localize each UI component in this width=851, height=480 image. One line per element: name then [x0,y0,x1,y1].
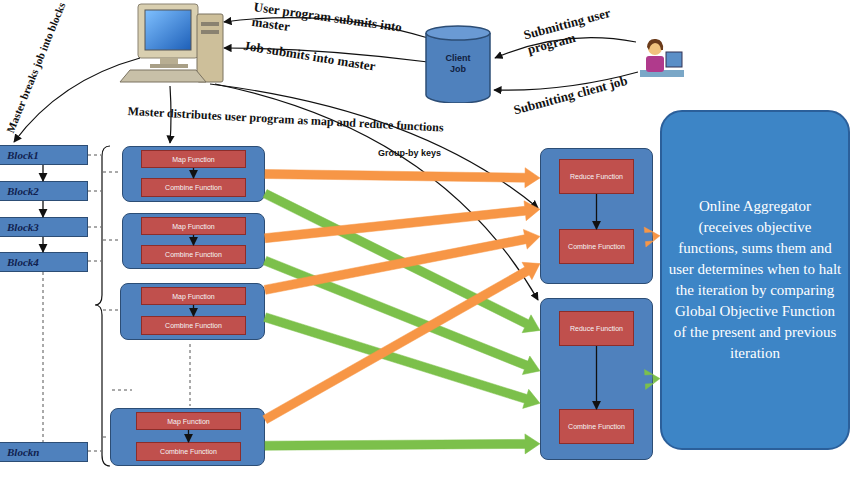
data-block: Blockn [0,442,88,462]
node-text: Client Job [438,53,478,75]
data-flow-arrow [265,201,541,243]
function-box: Combine Function [141,245,246,264]
annotation-label: Group-by keys [378,148,458,159]
function-box: Reduce Function [559,311,634,346]
data-block: Block1 [0,145,88,165]
data-flow-arrow [264,229,540,294]
storage-cylinder: Client Job [425,25,491,103]
computer-illustration [120,4,223,82]
data-flow-arrow [263,262,540,423]
dotted-connector [43,272,44,442]
node-text: Combine Function [160,447,217,456]
node-text: Reduce Function [570,172,623,181]
reducer-group: Reduce FunctionCombine Function [540,148,653,284]
flow-arrow [42,165,43,181]
reducer-group: Reduce FunctionCombine Function [540,298,653,460]
node-text: Block3 [7,221,39,233]
node-body-text: (receives objective functions, sums them… [668,217,842,364]
aggregator-box: Online Aggregator(receives objective fun… [660,110,850,450]
mapper-group: Map FunctionCombine Function [120,283,265,340]
annotation-label: Submitting client job [512,71,637,118]
function-box: Combine Function [559,229,634,264]
data-flow-arrow [263,190,540,333]
annotation-label: Job submits into master [243,38,443,84]
data-block: Block4 [0,252,88,272]
node-text: Map Function [172,292,214,301]
function-box: Combine Function [559,409,634,444]
node-text: Combine Function [568,242,625,251]
node-text: Combine Function [568,422,625,431]
flow-arrow [42,237,43,252]
node-text: Block2 [7,185,39,197]
node-text: Map Function [172,155,214,164]
data-flow-arrow [265,168,540,188]
data-block: Block2 [0,181,88,201]
data-flow-arrow [265,434,540,454]
mapper-group: Map FunctionCombine Function [122,213,265,269]
node-text: Block4 [7,256,39,268]
function-box: Combine Function [141,316,246,335]
flow-arrow [42,201,43,217]
annotation-label: Master distributes user program as map a… [127,104,547,140]
data-block: Block3 [0,217,88,237]
node-text: Combine Function [165,321,222,330]
mapper-group: Map FunctionCombine Function [122,146,265,202]
function-box: Combine Function [136,442,241,461]
function-box: Map Function [141,150,246,168]
function-box: Map Function [136,412,241,430]
node-text: Combine Function [165,183,222,192]
function-box: Reduce Function [559,159,634,194]
function-box: Map Function [141,287,246,305]
function-box: Combine Function [141,178,246,197]
mapper-group: Map FunctionCombine Function [110,408,265,466]
data-flow-arrow [264,313,540,409]
data-flow-arrow [263,256,540,374]
bracket [95,146,110,466]
annotation-label: Master breaks job into blocks [4,0,80,135]
node-text: Online Aggregator [699,196,811,217]
function-box: Map Function [141,217,246,235]
node-text: Map Function [167,417,209,426]
node-text: Blockn [7,446,39,458]
person-illustration [640,39,684,77]
node-text: Reduce Function [570,324,623,333]
annotation-label: Submitting user program [522,0,646,57]
node-text: Map Function [172,222,214,231]
node-text: Block1 [7,149,39,161]
node-text: Combine Function [165,250,222,259]
